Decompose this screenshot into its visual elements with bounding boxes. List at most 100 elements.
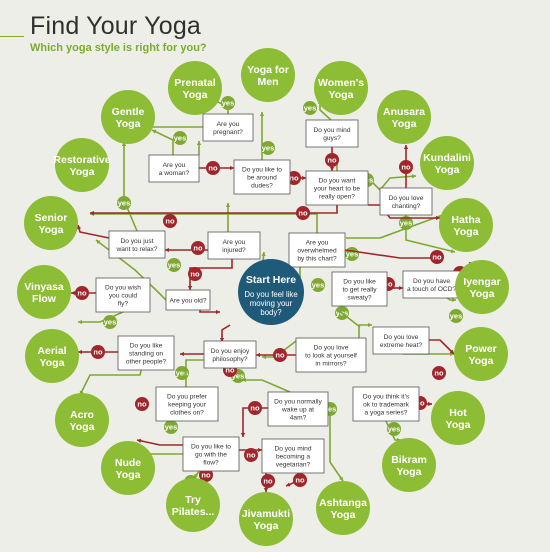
question-text: Are you old? [169,298,206,305]
question-box-frame [352,386,420,422]
question-text: to look at yourself [305,353,357,360]
style-label: Pilates... [172,506,215,518]
badge-circle [117,196,131,210]
yes-badge: yes [345,247,359,261]
badge-circle [199,468,213,482]
style-label: Flow [32,293,57,305]
yes-connector [242,379,291,393]
no-connector [344,249,440,259]
style-circle-shape [17,265,71,319]
style-label: Yoga [70,421,95,433]
no-badge: no [399,160,413,174]
badge-circle [296,206,310,220]
badge-circle [430,250,444,264]
question-box-frame [165,289,211,311]
start-question: Do you feel like [244,290,297,299]
badge-circle [293,473,307,487]
style-circle-shape [316,481,370,535]
arrow-head [399,285,403,291]
arrow-head [230,165,234,171]
question-box-frame [288,232,346,268]
badge-label: no [250,404,260,413]
badge-label: no [327,156,337,165]
style-circle-shape [101,90,155,144]
arrow-head [187,286,193,290]
yes-badge: yes [175,366,189,380]
question-box-frame [207,231,261,260]
question-text: really open? [319,194,355,201]
arrow-head [259,112,265,116]
style-label: Women's [318,77,364,89]
question-text: 4am? [290,415,307,422]
no-badge: no [293,473,307,487]
arrow-head [225,203,231,207]
badge-circle [91,345,105,359]
style-circle-shape [55,393,109,447]
question-text: overwhelmed [297,248,337,255]
badge-label: yes [388,425,401,434]
style-label: Nude [115,457,141,469]
badge-label: no [77,289,87,298]
badge-circle [311,278,325,292]
no-connector [90,205,338,214]
badge-label: no [193,244,203,253]
arrow-head [216,309,220,315]
arrow-head [242,377,246,383]
arrow-head [78,319,82,325]
style-label: Yoga [183,89,208,101]
arrow-head [403,145,409,149]
badge-label: yes [312,281,325,290]
arrow-head [449,349,454,354]
style-circle-shape [168,61,222,115]
question-box-frame [267,391,329,427]
arrow-head [192,268,196,274]
arrow-head [436,215,440,221]
yes-badge: yes [103,315,117,329]
yes-connector [358,324,372,338]
question-box-frame [95,277,151,313]
question-text: a yoga series? [365,410,408,417]
question-text: Do you want [319,177,356,184]
badge-circle [273,348,287,362]
arrow-head [338,476,343,481]
no-badge: no [91,345,105,359]
arrow-head [302,175,306,181]
question-box-frame [203,340,257,369]
badge-circle [325,153,339,167]
arrow-head [428,401,432,407]
style-label: Yoga [397,466,422,478]
question-text: clothes on? [170,410,204,417]
style-label: Yoga [329,89,354,101]
question-text: philosophy? [212,356,248,363]
yes-badge: yes [167,258,181,272]
style-circle-shape [239,492,293,546]
no-connector [221,324,231,342]
question-text: extreme heat? [380,342,422,349]
arrow-head [240,433,246,437]
arrow-head [368,322,372,328]
question-box-old: Are you old? [165,289,211,311]
badge-label: yes [324,405,337,414]
question-text: be around [247,175,277,182]
badge-circle [164,420,178,434]
badge-label: yes [104,318,117,327]
style-label: Aerial [37,345,66,357]
arrow-head [78,349,82,355]
badge-label: yes [174,134,187,143]
style-circle-shape [241,48,295,102]
arrow-head [71,290,75,296]
style-circle-shape [24,196,78,250]
style-label: Iyengar [463,276,500,288]
question-box-frame [261,438,325,474]
arrow-head [196,141,202,145]
